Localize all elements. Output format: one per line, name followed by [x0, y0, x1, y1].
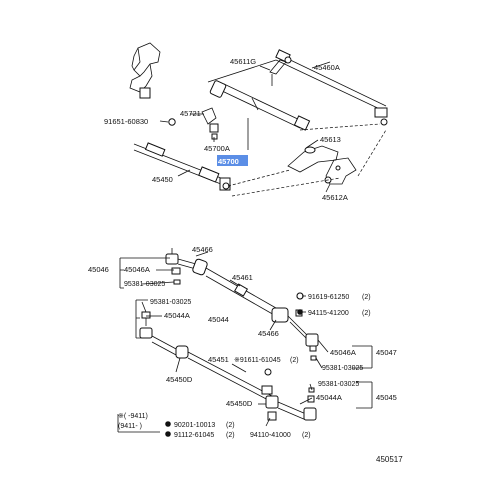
label-94110-41000: 94110-41000: [250, 432, 291, 439]
ref-line-a: [227, 169, 291, 187]
label-91619-61250: 91619-61250: [308, 294, 349, 301]
label-91112-61045: 91112-61045: [174, 432, 214, 439]
label-91619-qty: (2): [362, 294, 371, 301]
label-45044A-right: 45044A: [316, 393, 342, 402]
ref-line-d: [357, 129, 387, 177]
label-45044A: 45044A: [164, 311, 190, 320]
label-45613: 45613: [320, 135, 341, 144]
label-91611-61045: ※91611-61045: [234, 357, 281, 364]
idler-arm-45611G: [269, 59, 287, 86]
figure-number: 450517: [376, 455, 403, 464]
adjusting-tube-45451: [187, 351, 273, 403]
ref-line-c: [299, 123, 381, 131]
tie-rod-45450: [133, 142, 231, 191]
label-45047: 45047: [376, 348, 397, 357]
tie-rod-end-45044: [139, 311, 189, 359]
highlight-45700: [217, 155, 248, 166]
label-45450D-right: 45450D: [226, 399, 253, 408]
label-range-note-1: ※( -9411): [118, 413, 148, 420]
label-95381-03025-b: 95381-03025: [150, 299, 191, 306]
label-94115-qty: (2): [362, 310, 371, 317]
tie-rod-end-45466-center: [271, 292, 319, 361]
top-assembly: 45611G 45460A 45721 91651-60830 45700A 4…: [104, 42, 388, 202]
label-91112-qty: (2): [226, 432, 235, 439]
steering-rod-45700: [209, 80, 311, 131]
ref-line-b: [231, 177, 341, 197]
label-45461: 45461: [232, 273, 253, 282]
knuckle-arm-45612A: [324, 157, 357, 185]
label-45612A: 45612A: [322, 193, 348, 202]
label-90201-qty: (2): [226, 422, 235, 429]
steering-box-sketch: [129, 42, 161, 99]
adjusting-tube-45461: [205, 267, 277, 317]
relay-rod-45460A: [207, 49, 388, 126]
label-91611-qty: (2): [290, 357, 299, 364]
label-45700[interactable]: 45700: [218, 157, 239, 166]
label-45611G: 45611G: [230, 57, 256, 66]
label-45046A: 45046A: [124, 265, 150, 274]
bracket-45721: [201, 107, 219, 140]
label-94115-41200: 94115-41200: [308, 310, 349, 317]
label-45466-center: 45466: [258, 329, 279, 338]
label-45466-top: 45466: [192, 245, 213, 254]
label-95381-03025-c: 95381-03025: [322, 365, 363, 372]
label-range-note-2: (9411- ): [118, 423, 142, 430]
label-95381-03025-d: 95381-03025: [318, 381, 359, 388]
label-90201-10013: 90201-10013: [174, 422, 215, 429]
tie-rod-end-45045: [265, 387, 317, 421]
label-45046A-right: 45046A: [330, 348, 356, 357]
label-45045: 45045: [376, 393, 397, 402]
nut-94115: [297, 309, 303, 315]
knuckle-arm-45613: [287, 145, 339, 173]
washer-91651: [168, 118, 176, 126]
label-45721: 45721: [180, 109, 201, 118]
label-45450D-left: 45450D: [166, 375, 193, 384]
washer-90201: [165, 421, 171, 427]
label-45451: 45451: [208, 355, 229, 364]
label-91651-60830: 91651-60830: [104, 117, 148, 126]
bottom-assembly: 45466 45046 45046A 95381-03025 45461 916…: [88, 245, 397, 439]
label-94110-qty: (2): [302, 432, 311, 439]
nut-94110: [267, 411, 277, 421]
label-95381-03025-a: 95381-03025: [124, 281, 165, 288]
label-45700A: 45700A: [204, 144, 230, 153]
label-45046: 45046: [88, 265, 109, 274]
tie-rod-end-45046: [165, 248, 208, 285]
label-45044: 45044: [208, 315, 229, 324]
label-45450: 45450: [152, 175, 173, 184]
washer-91112: [165, 431, 171, 437]
label-45460A: 45460A: [314, 63, 340, 72]
